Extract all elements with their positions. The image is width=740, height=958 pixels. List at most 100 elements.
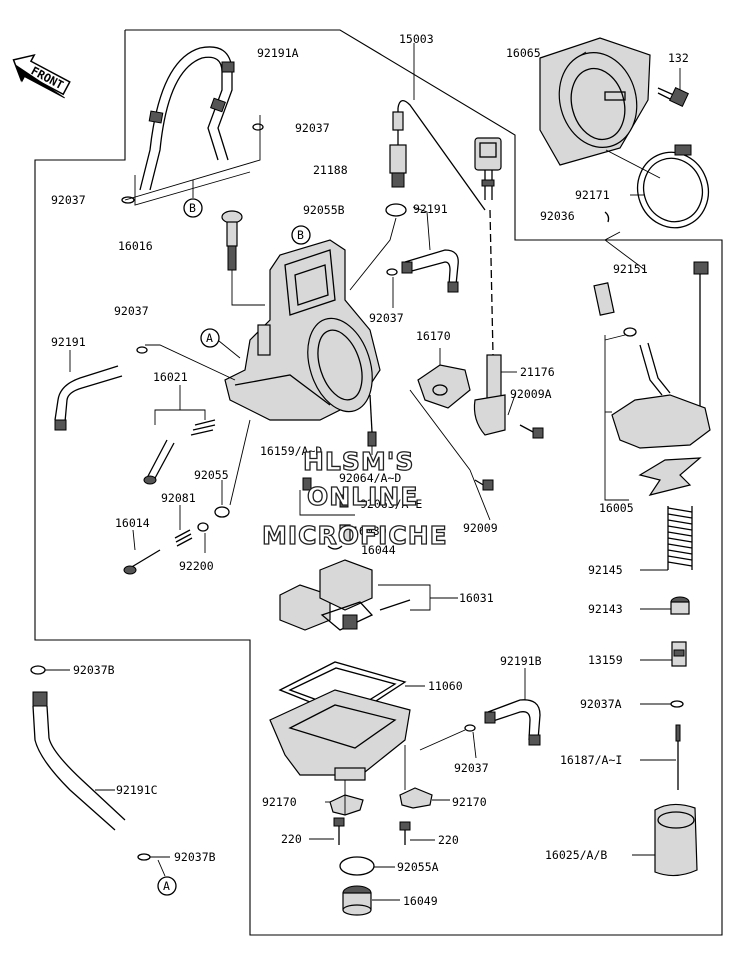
label-92063: 92063/A~E: [360, 497, 422, 511]
callout-a-lower: [157, 876, 177, 896]
lead-92191-top: [412, 206, 431, 251]
part-16021-screw-set: [143, 385, 216, 485]
callout-b-hose: [183, 198, 203, 218]
label-92009a: 92009A: [510, 387, 552, 401]
clip-92037-mid: [386, 268, 398, 276]
part-92170-bracket-right: [399, 745, 450, 809]
part-16170-sensor: [417, 348, 471, 409]
part-16025-valve: [654, 803, 698, 877]
washer-92200: [197, 522, 209, 532]
part-16187-needle: [675, 724, 681, 790]
part-16031-float: [279, 559, 458, 631]
label-16021: 16021: [153, 370, 188, 384]
lead-jets: [299, 490, 355, 516]
part-float-bowl: [269, 689, 411, 781]
label-92170-2: 92170: [452, 795, 487, 809]
part-92151-bolt: [693, 261, 709, 415]
label-92055a: 92055A: [397, 860, 439, 874]
label-16005: 16005: [599, 501, 634, 515]
label-92037-1: 92037: [295, 121, 330, 135]
hose-92191b: [484, 699, 541, 746]
part-92143-cap: [670, 596, 690, 615]
clip-92037-top: [252, 123, 264, 131]
watermark-line1: HLSM'S: [303, 447, 414, 476]
label-92081: 92081: [161, 491, 196, 505]
label-16025: 16025/A/B: [545, 848, 607, 862]
part-21188-sensor: [389, 100, 486, 211]
carburetor-body: [224, 239, 381, 421]
part-16049-plug: [342, 885, 400, 916]
label-16030: 16030: [352, 524, 387, 538]
clip-92037-left: [121, 196, 135, 204]
lead-92036: [604, 231, 646, 271]
label-16049: 16049: [403, 894, 438, 908]
label-92064: 92064/A~D: [339, 471, 401, 485]
label-16159: 16159/A~D: [260, 444, 322, 458]
callout-b-body: [291, 225, 311, 245]
label-92037-4: 92037: [369, 311, 404, 325]
label-92037a: 92037A: [580, 697, 622, 711]
hose-92191-top: [401, 249, 459, 293]
part-92064-jet: [302, 477, 312, 491]
label-92170-1: 92170: [262, 795, 297, 809]
oring-92055b: [385, 203, 407, 217]
label-92055: 92055: [194, 468, 229, 482]
label-92143: 92143: [588, 602, 623, 616]
label-92191c: 92191C: [116, 783, 158, 797]
oring-92055a: [339, 856, 375, 876]
callout-a-label: A: [206, 331, 213, 345]
label-92200: 92200: [179, 559, 214, 573]
label-92036: 92036: [540, 209, 575, 223]
part-21176-sensor: [473, 354, 517, 436]
part-92081-spring: [174, 529, 193, 547]
part-92063-jet: [339, 494, 349, 508]
part-15003-connector: [413, 43, 502, 356]
part-92009a-screw: [507, 394, 544, 439]
label-16014: 16014: [115, 516, 150, 530]
lead-92037-body: [145, 344, 236, 381]
main-boundary: [34, 29, 723, 936]
label-92037b-2: 92037B: [174, 850, 216, 864]
part-16014-screw: [123, 549, 161, 575]
callout-b-body-label: B: [297, 228, 304, 242]
callout-b-hose-label: B: [189, 201, 196, 215]
part-92009-screw: [474, 479, 494, 491]
front-arrow: FRONT: [12, 53, 71, 99]
part-16044-clip: [327, 545, 343, 550]
label-92191-2: 92191: [51, 335, 86, 349]
label-92191a: 92191A: [257, 46, 299, 60]
label-92171: 92171: [575, 188, 610, 202]
label-16031: 16031: [459, 591, 494, 605]
label-132: 132: [668, 51, 689, 65]
hose-92191a: [139, 46, 235, 191]
part-16016-adjuster: [221, 210, 265, 306]
label-16170: 16170: [416, 329, 451, 343]
lead-92009: [409, 389, 471, 471]
label-220-1: 220: [281, 832, 302, 846]
clip-92037a: [670, 700, 684, 708]
label-92055b: 92055B: [303, 203, 345, 217]
label-92037b-1: 92037B: [73, 663, 115, 677]
label-92151: 92151: [613, 262, 648, 276]
part-13159-holder: [671, 641, 687, 667]
hose-92191c: [30, 665, 170, 877]
clip-92037-lower: [464, 724, 476, 732]
label-16187: 16187/A~I: [560, 753, 622, 767]
label-16044: 16044: [361, 543, 396, 557]
part-132-bolt: [657, 68, 689, 107]
label-16016: 16016: [118, 239, 153, 253]
label-220-2: 220: [438, 833, 459, 847]
label-92037-2: 92037: [51, 193, 86, 207]
label-11060: 11060: [428, 679, 463, 693]
label-13159: 13159: [588, 653, 623, 667]
part-92170-bracket-left: [325, 794, 364, 816]
label-92009: 92009: [463, 521, 498, 535]
watermark-line3: MICROFICHE: [262, 521, 448, 550]
clip-92036: [604, 211, 610, 223]
part-220-screw-left: [309, 780, 346, 845]
callout-a-lower-label: A: [163, 879, 170, 893]
label-21188: 21188: [313, 163, 348, 177]
label-21176: 21176: [520, 365, 555, 379]
label-92191-1: 92191: [413, 202, 448, 216]
